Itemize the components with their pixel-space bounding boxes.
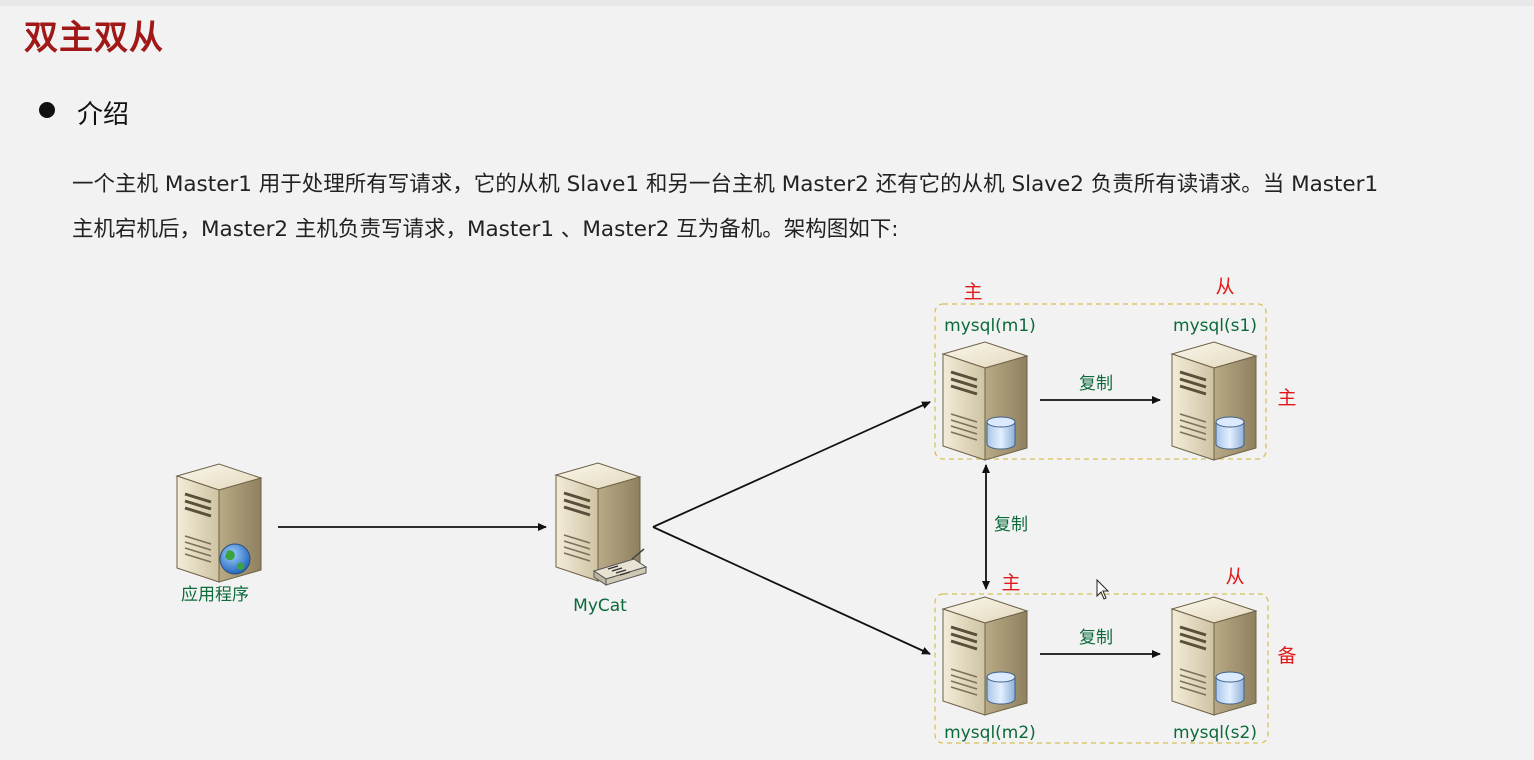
database-icon [986,416,1016,450]
mysql-m1-server-icon [941,340,1029,462]
s2-role-label: 从 [1225,566,1244,588]
app-server-icon [175,462,263,584]
replicate-bottom-label: 复制 [1079,628,1113,648]
top-strip [0,0,1534,6]
globe-icon [219,543,251,575]
mysql-m2-server-icon [941,595,1029,717]
mysql-s2-label: mysql(s2) [1173,723,1257,743]
s1-role-label: 从 [1215,276,1234,298]
m2-role-label: 主 [1001,572,1020,594]
app-label: 应用程序 [181,585,249,605]
mycat-label: MyCat [573,596,627,616]
mysql-s1-server-icon [1170,340,1258,462]
group-frame-top [934,303,1267,460]
mysql-s1-label: mysql(s1) [1173,316,1257,336]
switch-icon [592,548,648,586]
group-frame-bottom [934,593,1269,744]
intro-line-1: 一个主机 Master1 用于处理所有写请求，它的从机 Slave1 和另一台主… [72,172,1379,197]
mysql-s2-server-icon [1170,595,1258,717]
group2-role-label: 备 [1277,645,1296,667]
section-heading: 介绍 [77,100,130,130]
m1-role-label: 主 [963,281,982,303]
intro-paragraph: 一个主机 Master1 用于处理所有写请求，它的从机 Slave1 和另一台主… [72,162,1522,252]
bullet-icon [39,102,55,118]
group1-role-label: 主 [1277,387,1296,409]
replicate-top-label: 复制 [1079,374,1113,394]
database-icon [1215,671,1245,705]
edge-mycat-to-m1 [652,401,931,528]
mysql-m2-label: mysql(m2) [944,723,1036,743]
replicate-middle-label: 复制 [994,515,1028,535]
edge-mycat-to-m2 [652,526,931,655]
page-title: 双主双从 [24,18,164,58]
mysql-m1-label: mysql(m1) [944,316,1036,336]
database-icon [1215,416,1245,450]
mycat-server-icon [554,461,648,586]
mouse-cursor-icon [1096,578,1110,600]
intro-line-2: 主机宕机后，Master2 主机负责写请求，Master1 、Master2 互… [72,217,899,242]
database-icon [986,671,1016,705]
